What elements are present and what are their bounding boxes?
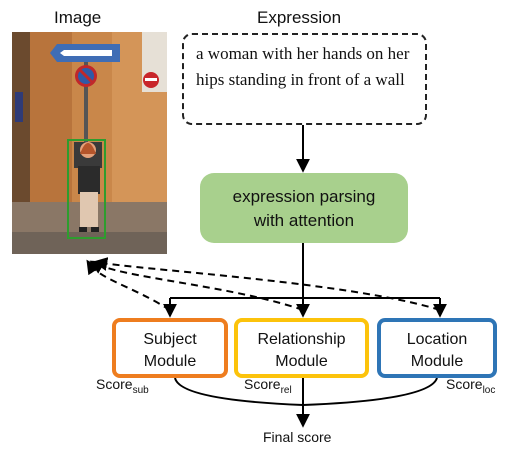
subject-module: Subject Module (112, 318, 228, 378)
location-to-image-dashed-arrow (93, 257, 441, 311)
location-module: Location Module (377, 318, 497, 378)
relationship-score: Scorerel (244, 376, 292, 396)
relationship-module: Relationship Module (234, 318, 369, 378)
subject-merge-curve (174, 377, 304, 406)
relationship-module-line2: Module (275, 353, 328, 370)
parser-label-line1: expression parsing (232, 187, 376, 206)
subject-module-line2: Module (143, 353, 197, 370)
expression-parser-box: expression parsing with attention (200, 173, 408, 243)
location-module-line1: Location (406, 331, 468, 348)
expression-text: a woman with her hands on her hips stand… (196, 44, 410, 89)
expression-box: a woman with her hands on her hips stand… (182, 33, 427, 125)
location-module-line2: Module (410, 353, 464, 370)
relationship-module-line1: Relationship (257, 331, 346, 348)
photo-illustration (12, 32, 167, 254)
parser-label: expression parsing with attention (200, 185, 408, 233)
image-title: Image (54, 8, 102, 27)
expression-title: Expression (257, 8, 342, 27)
subject-to-image-dashed-arrow (86, 259, 171, 311)
parser-label-line2: with attention (253, 211, 355, 230)
relationship-to-image-dashed-arrow (89, 260, 304, 311)
final-score-label: Final score (263, 429, 332, 445)
location-merge-curve (302, 377, 438, 406)
subject-module-line1: Subject (143, 331, 197, 348)
street-photo (12, 32, 167, 254)
subject-score: Scoresub (96, 376, 149, 396)
location-score: Scoreloc (446, 376, 496, 396)
